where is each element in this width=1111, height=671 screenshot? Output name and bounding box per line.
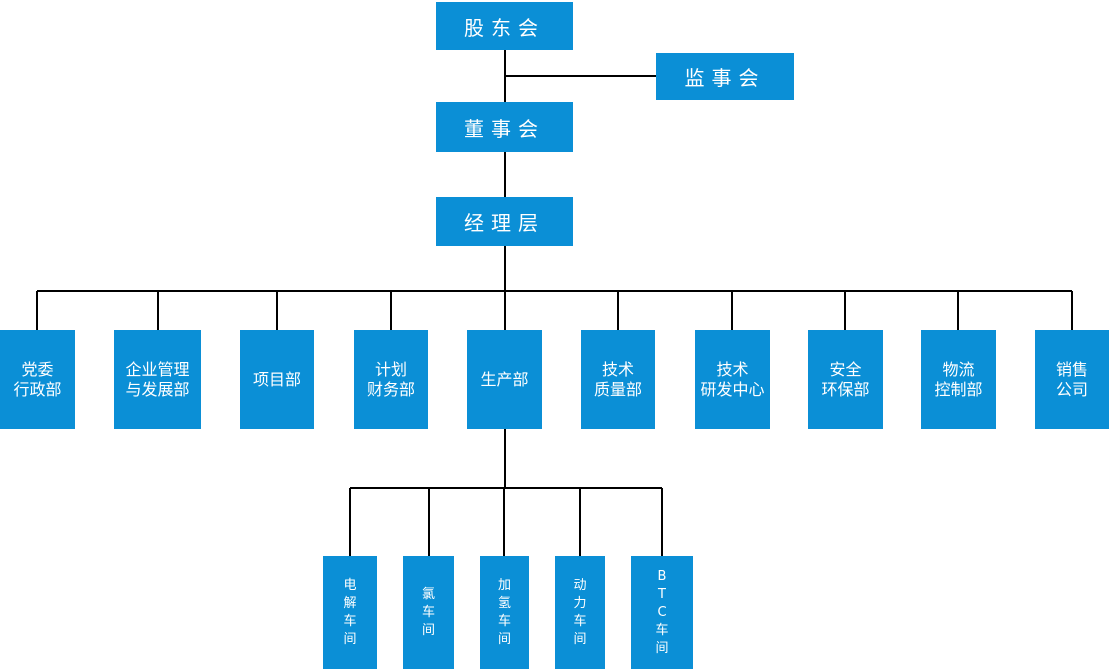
dept-safety-environment: 安全 环保部 bbox=[808, 330, 883, 429]
dept-party-admin: 党委 行政部 bbox=[0, 330, 75, 429]
workshop-electrolysis: 电 解 车 间 bbox=[323, 556, 377, 669]
board-box: 董事会 bbox=[436, 102, 573, 152]
shareholders-box: 股东会 bbox=[436, 2, 573, 50]
dept-sales-company: 销售 公司 bbox=[1035, 330, 1109, 429]
workshop-power: 动 力 车 间 bbox=[555, 556, 605, 669]
dept-logistics-control: 物流 控制部 bbox=[921, 330, 996, 429]
dept-project: 项目部 bbox=[240, 330, 314, 429]
supervisors-box: 监事会 bbox=[656, 53, 794, 100]
dept-production: 生产部 bbox=[467, 330, 542, 429]
workshop-hydrogenation: 加 氢 车 间 bbox=[480, 556, 529, 669]
workshop-btc: B T C 车 间 bbox=[631, 556, 693, 669]
dept-tech-quality: 技术 质量部 bbox=[581, 330, 655, 429]
workshop-chlorine: 氯 车 间 bbox=[403, 556, 454, 669]
dept-enterprise-management: 企业管理 与发展部 bbox=[114, 330, 201, 429]
dept-planning-finance: 计划 财务部 bbox=[354, 330, 428, 429]
management-box: 经理层 bbox=[436, 197, 573, 246]
dept-tech-rd-center: 技术 研发中心 bbox=[695, 330, 770, 429]
